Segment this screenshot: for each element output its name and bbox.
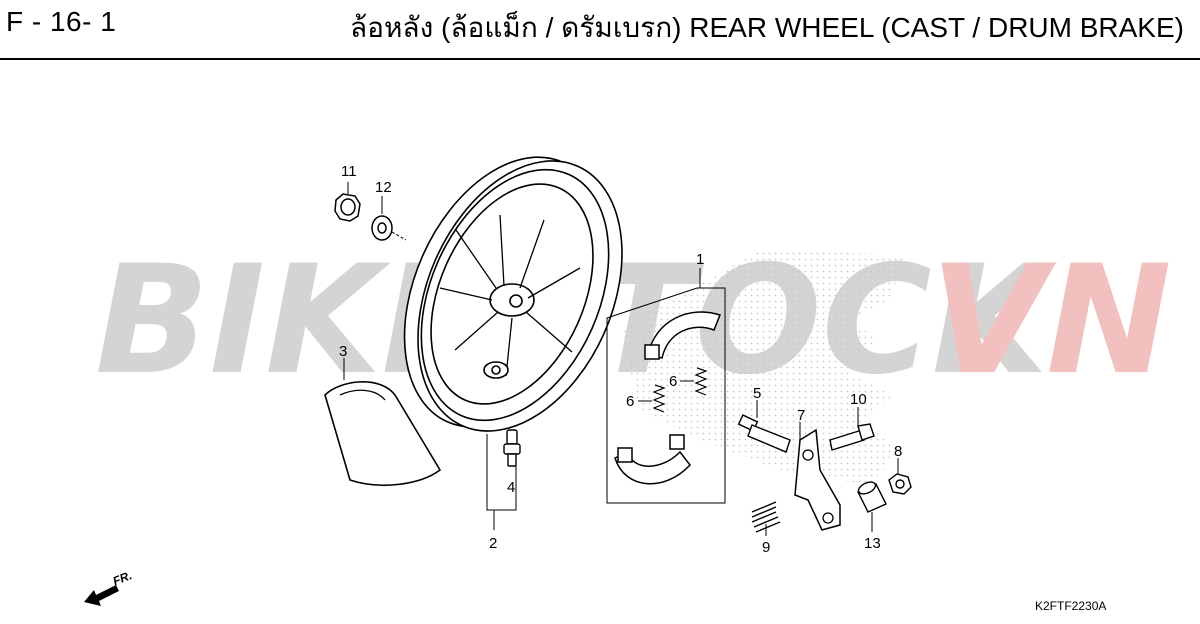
brake-shoes-bracket bbox=[606, 287, 726, 504]
tire-valve bbox=[503, 429, 521, 467]
callout-11: 11 bbox=[341, 163, 357, 180]
mud-guard bbox=[324, 381, 442, 486]
callout-4: 4 bbox=[507, 479, 515, 496]
collar bbox=[857, 481, 887, 513]
callout-13: 13 bbox=[864, 535, 881, 552]
arm-bolt bbox=[829, 423, 875, 451]
callout-2: 2 bbox=[489, 535, 497, 552]
drawing-code: K2FTF2230A bbox=[1035, 599, 1107, 613]
callout-7: 7 bbox=[797, 407, 805, 424]
wheel-nut bbox=[334, 193, 361, 222]
page-header: F - 16- 1 ล้อหลัง (ล้อแม็ก / ดรัมเบรก) R… bbox=[0, 0, 1200, 60]
watermark-text-accent: VN bbox=[930, 234, 1172, 408]
leader-lines bbox=[343, 182, 899, 536]
callout-12: 12 bbox=[375, 179, 392, 196]
header-divider bbox=[0, 58, 1200, 60]
callout-5: 5 bbox=[753, 385, 761, 402]
return-spring bbox=[751, 501, 781, 533]
wheel-washer bbox=[371, 215, 393, 241]
front-direction-label: FR. bbox=[111, 568, 134, 588]
brake-shoe-lower bbox=[614, 434, 691, 485]
callout-1: 1 bbox=[696, 251, 704, 268]
rear-wheel bbox=[403, 156, 623, 432]
callout-10: 10 bbox=[850, 391, 867, 408]
callout-6-right: 6 bbox=[669, 373, 677, 390]
callout-6-left: 6 bbox=[626, 393, 634, 410]
brake-shoe-upper bbox=[644, 311, 721, 360]
callout-3: 3 bbox=[339, 343, 347, 360]
page-code: F - 16- 1 bbox=[6, 6, 117, 37]
front-direction-indicator: FR. bbox=[84, 568, 134, 606]
arm-nut bbox=[888, 473, 912, 495]
callout-numbers: 11 12 3 1 6 6 5 7 10 8 4 2 9 13 bbox=[339, 163, 902, 556]
brand-wing-emblem bbox=[620, 250, 905, 485]
callout-9: 9 bbox=[762, 539, 770, 556]
page-title: ล้อหลัง (ล้อแม็ก / ดรัมเบรก) REAR WHEEL … bbox=[350, 12, 1184, 43]
front-arrow-icon bbox=[84, 585, 119, 606]
brake-cam bbox=[737, 414, 791, 453]
callout-8: 8 bbox=[894, 443, 902, 460]
brake-springs bbox=[652, 367, 708, 413]
